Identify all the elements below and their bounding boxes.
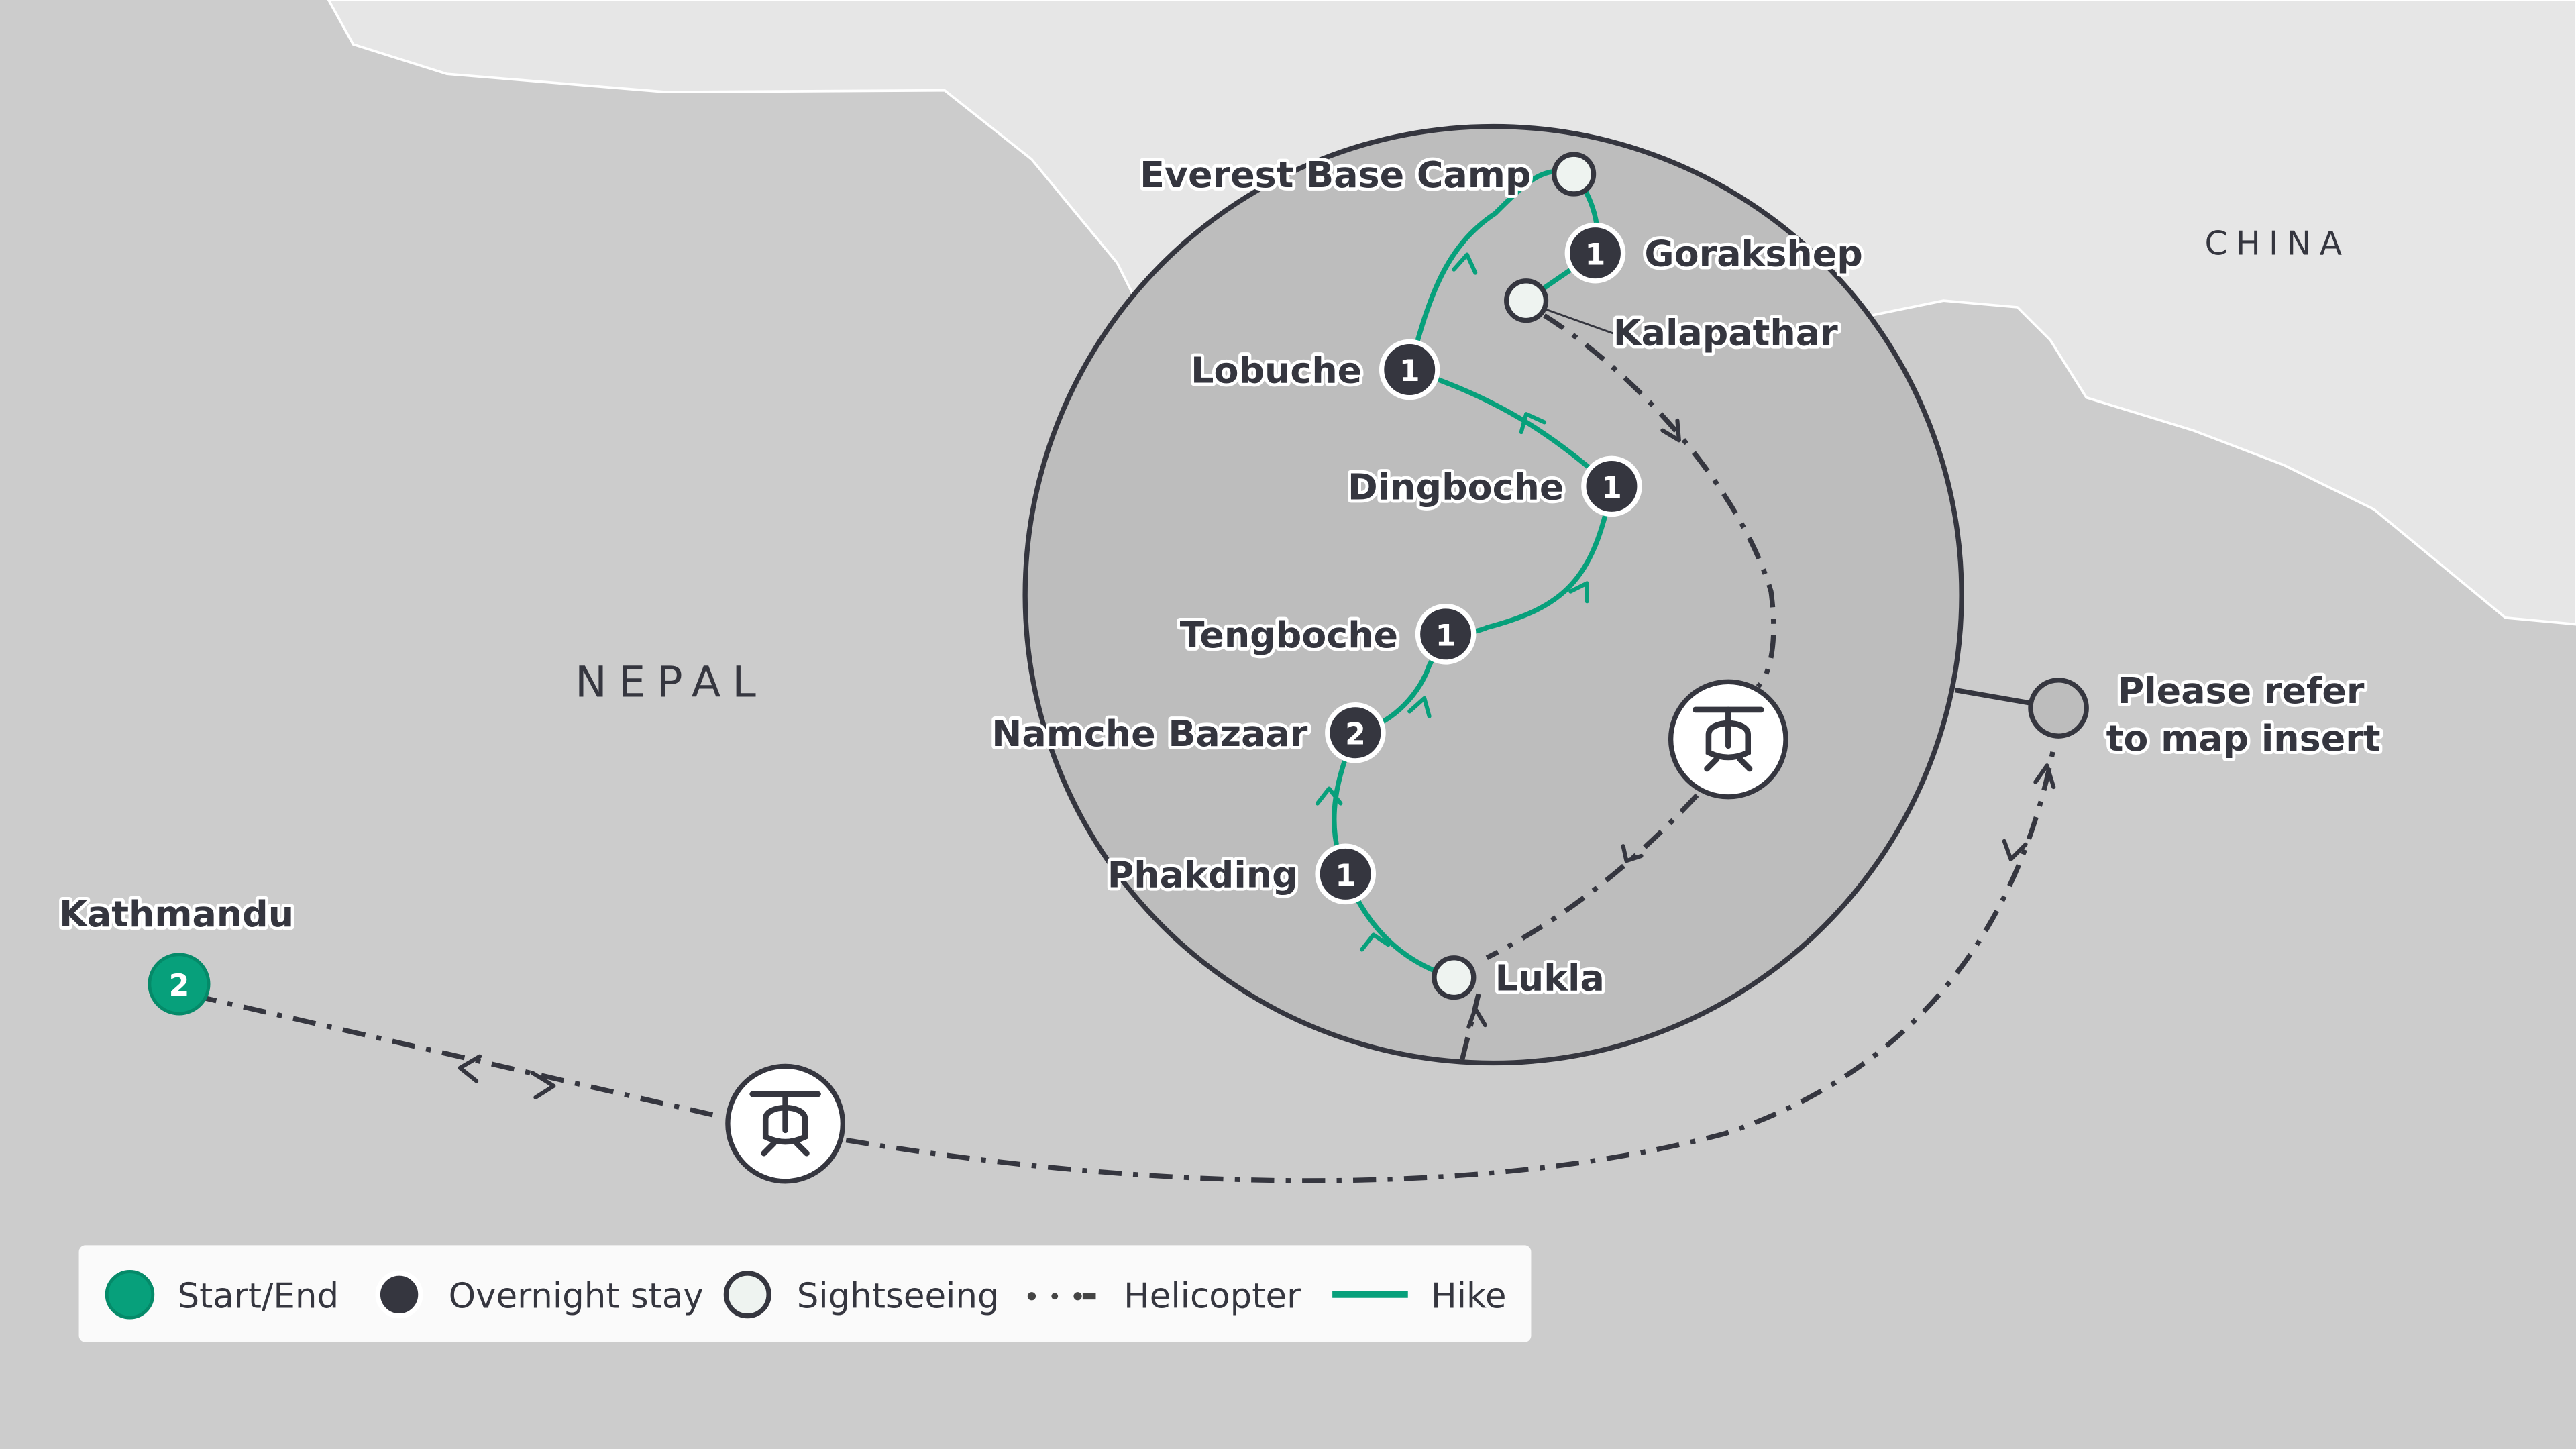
legend-start-end-icon (105, 1270, 155, 1320)
legend-helicopter-icon (1027, 1292, 1096, 1301)
legend-start-end: Start/End (177, 1276, 339, 1316)
legend-overnight-icon (375, 1271, 423, 1319)
insert-note-line2: to map insert (2106, 717, 2381, 759)
label-phakding: Phakding (1108, 853, 1298, 896)
label-namche-bazaar: Namche Bazaar (991, 712, 1308, 755)
insert-reference-marker (2028, 678, 2089, 739)
legend-helicopter: Helicopter (1124, 1276, 1301, 1316)
country-label-china: CHINA (2205, 225, 2351, 263)
helicopter-icon-insert (1668, 679, 1788, 800)
marker-kathmandu[interactable]: 2 (148, 953, 211, 1016)
marker-everest-base-camp[interactable] (1552, 152, 1597, 197)
nights-count: 1 (1399, 354, 1420, 388)
marker-gorakshep[interactable]: 1 (1564, 222, 1626, 284)
nights-count: 2 (1345, 717, 1366, 751)
helicopter-route-lukla-insert (1460, 993, 1481, 1061)
label-lukla: Lukla (1495, 957, 1605, 1000)
marker-namche-bazaar[interactable]: 2 (1325, 702, 1386, 763)
nights-count: 2 (169, 969, 190, 1003)
insert-connector (1954, 687, 2031, 706)
insert-note-line1: Please refer (2118, 669, 2365, 712)
label-kalapathar: Kalapathar (1613, 311, 1838, 354)
marker-lukla[interactable] (1432, 955, 1477, 1000)
label-everest-base-camp: Everest Base Camp (1140, 154, 1531, 196)
helicopter-direction-arrows (458, 418, 2056, 1099)
label-tengboche: Tengboche (1180, 614, 1398, 656)
label-kathmandu: Kathmandu (59, 893, 294, 935)
label-gorakshep: Gorakshep (1644, 233, 1862, 275)
marker-lobuche[interactable]: 1 (1379, 339, 1440, 400)
legend-overnight: Overnight stay (449, 1276, 704, 1316)
helicopter-route-kathmandu-lukla (193, 747, 2056, 1183)
hike-direction-arrows (1316, 252, 1589, 952)
nights-count: 1 (1585, 237, 1606, 272)
country-label-nepal: NEPAL (575, 657, 767, 707)
helicopter-route-kalapathar-lukla (1485, 313, 1776, 961)
nights-count: 1 (1436, 619, 1456, 653)
legend-sightseeing: Sightseeing (797, 1276, 1000, 1316)
nights-count: 1 (1335, 859, 1356, 893)
kalapathar-leader-line (1544, 308, 1619, 336)
label-dingboche: Dingboche (1348, 466, 1564, 508)
legend-sightseeing-icon (723, 1271, 771, 1319)
helicopter-icon-main (725, 1063, 845, 1184)
marker-tengboche[interactable]: 1 (1415, 604, 1477, 665)
nights-count: 1 (1601, 471, 1622, 505)
marker-phakding[interactable]: 1 (1315, 843, 1377, 905)
marker-dingboche[interactable]: 1 (1581, 455, 1642, 517)
legend-hike: Hike (1431, 1276, 1507, 1316)
map-insert-circle (1022, 123, 1964, 1066)
legend: Start/End Overnight stay Sightseeing Hel… (78, 1245, 1532, 1342)
marker-kalapathar[interactable] (1504, 278, 1549, 323)
label-lobuche: Lobuche (1191, 350, 1362, 392)
